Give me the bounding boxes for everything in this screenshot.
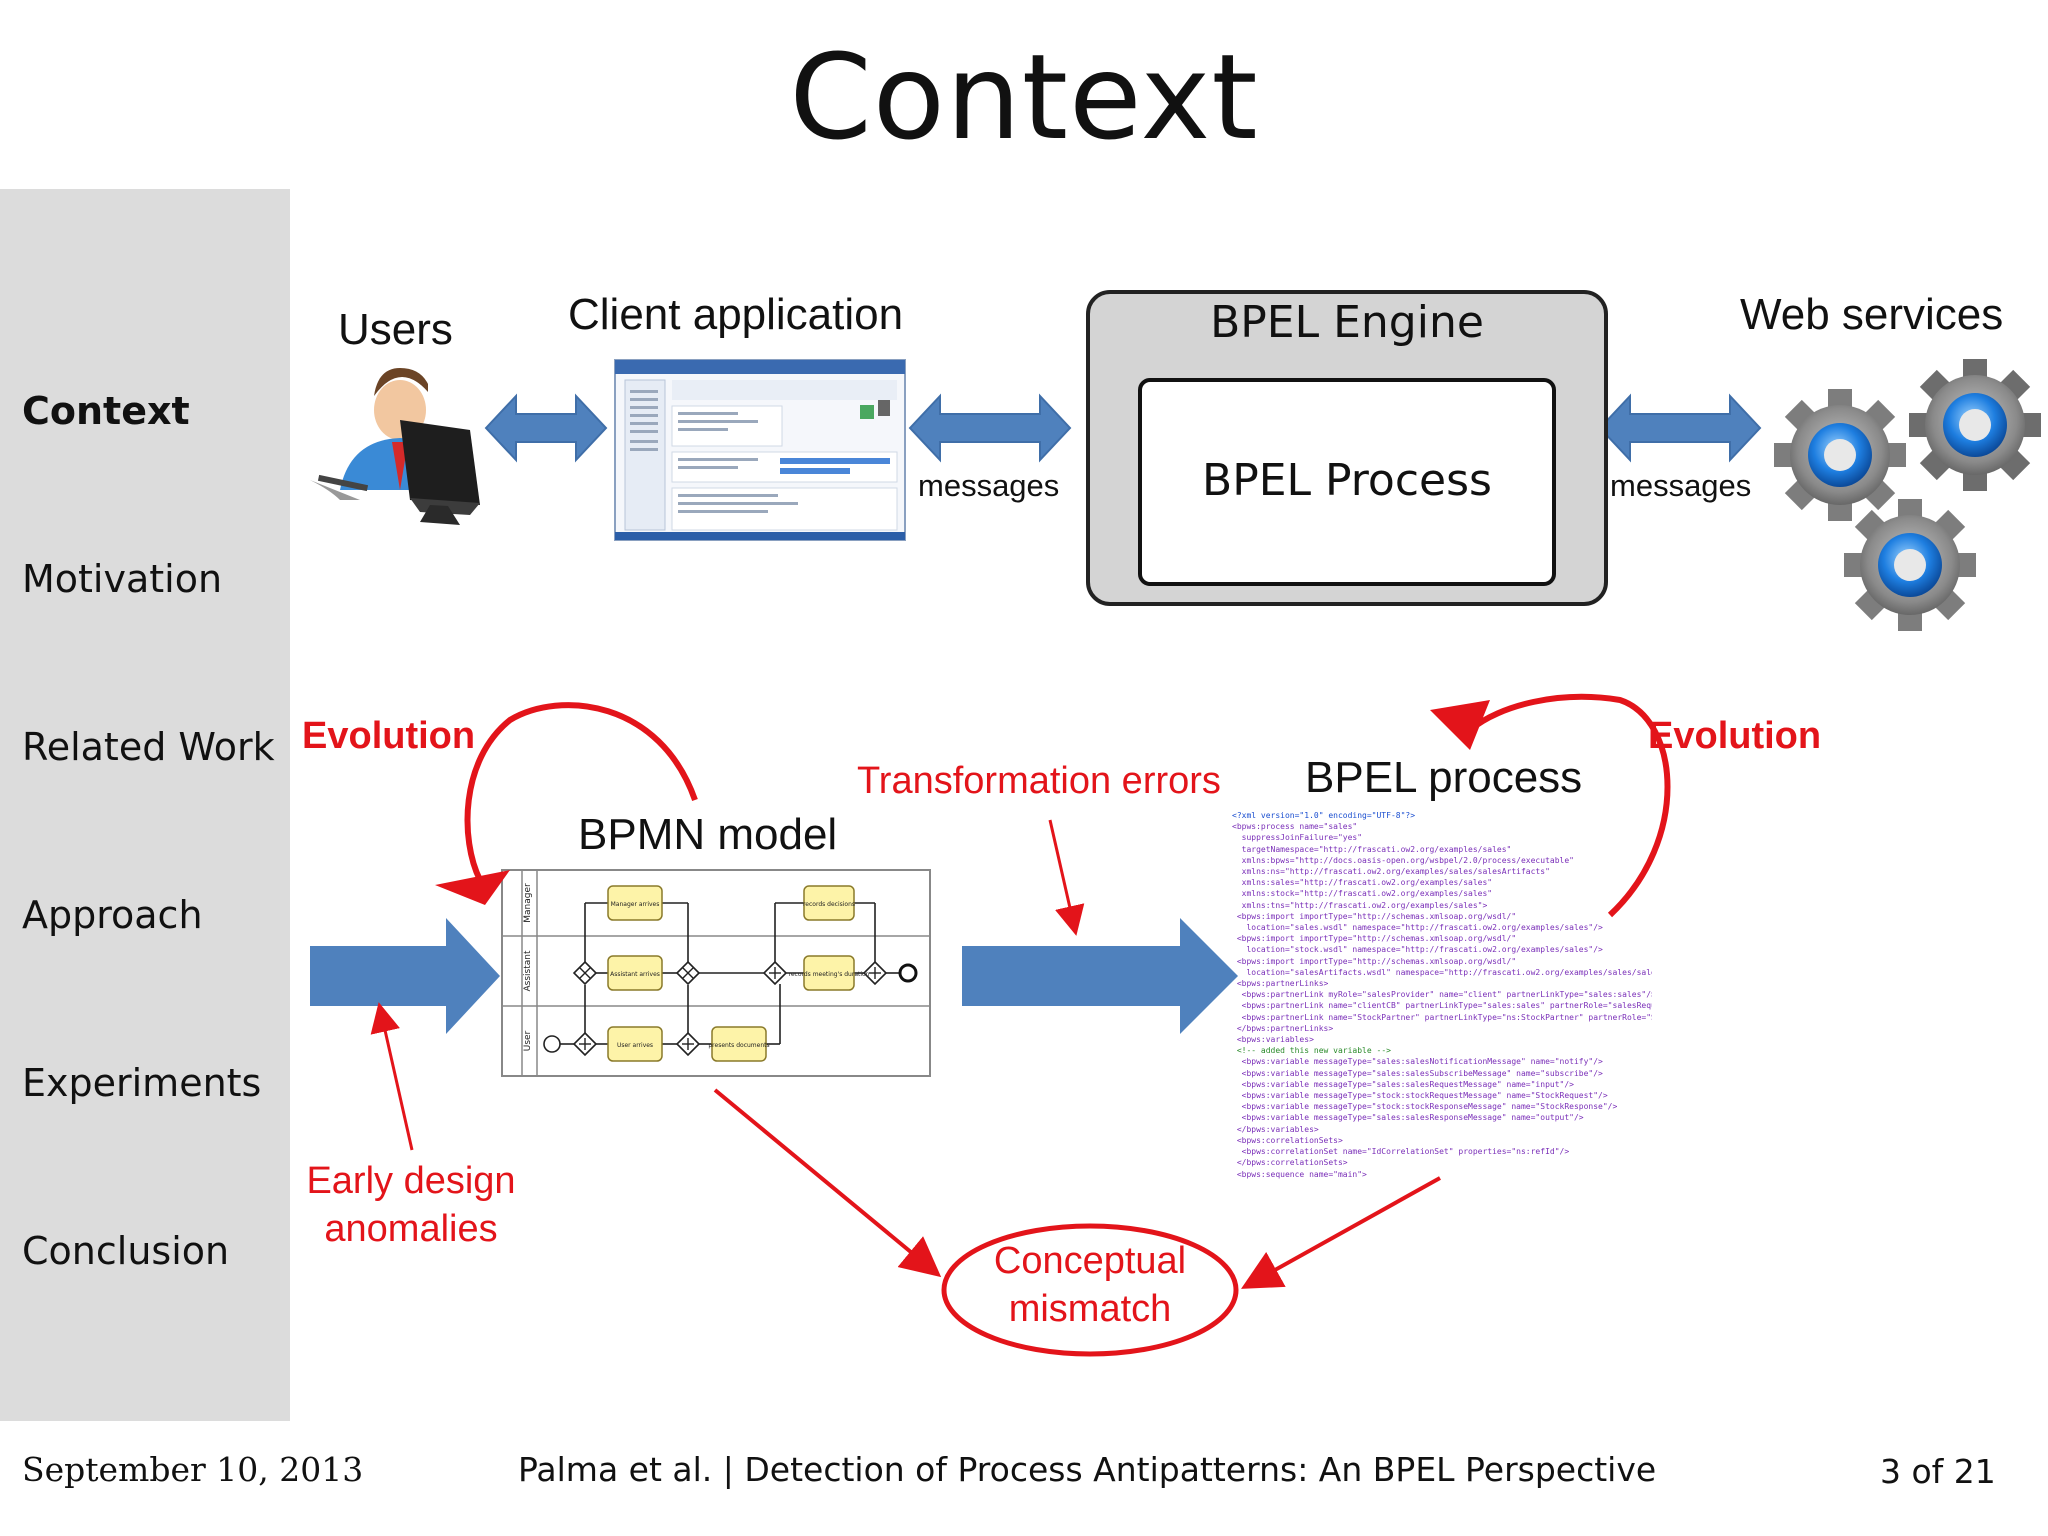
bpmn-mismatch-arrow: [713, 1088, 942, 1278]
evolution-label-right: Evolution: [1648, 715, 1822, 757]
conceptual-mismatch-label-line1: Conceptual: [993, 1240, 1187, 1282]
bpel-code-snippet: <?xml version="1.0" encoding="UTF-8"?> <…: [1232, 811, 1652, 1179]
users-label: Users: [338, 305, 453, 354]
page-number: 3 of 21: [1880, 1452, 1996, 1491]
bpmn-lane-label: Manager: [523, 883, 533, 923]
messages-label-right: messages: [1610, 468, 1752, 503]
bpel-engine-label: BPEL Engine: [1210, 297, 1484, 348]
slide-title: Context: [789, 28, 1259, 166]
bpmn-task-label: records meeting's duration: [789, 971, 870, 978]
bpel-process-box: [1138, 378, 1556, 586]
evolution-arrowhead-right: [1430, 700, 1490, 750]
transformation-errors-label: Transformation errors: [857, 760, 1221, 802]
sidebar: Context Motivation Related Work Approach…: [0, 189, 290, 1421]
transformation-errors-arrow: [1048, 819, 1085, 936]
user-computer-icon: [310, 368, 480, 525]
bpmn-lane-label: Assistant: [523, 950, 533, 991]
bpmn-model-label: BPMN model: [578, 810, 838, 859]
double-arrow-users-client: [484, 393, 608, 463]
bpmn-task-label: Assistant arrives: [610, 971, 660, 978]
input-arrow: [310, 918, 500, 1034]
bpmn-lane-label: User: [523, 1030, 533, 1051]
gear-icon: [1844, 499, 1976, 631]
bpel-mismatch-arrow: [1241, 1176, 1441, 1289]
evolution-arrow-right: [1468, 693, 1671, 918]
bpmn-task-label: presents documents: [708, 1042, 769, 1049]
messages-label-left: messages: [918, 468, 1060, 503]
early-design-anomalies-label-line1: Early design: [306, 1160, 516, 1202]
bpel-process-label: BPEL Process: [1202, 455, 1492, 506]
bpmn-task-label: records decisions: [803, 901, 855, 908]
sidebar-item-motivation[interactable]: Motivation: [22, 557, 223, 601]
evolution-arrowhead-left: [435, 870, 510, 905]
client-application-label: Client application: [568, 290, 904, 339]
conceptual-mismatch-label-line2: mismatch: [1008, 1288, 1172, 1330]
gear-icon: [1774, 389, 1906, 521]
sidebar-item-experiments[interactable]: Experiments: [22, 1061, 262, 1105]
conceptual-mismatch-ellipse: [941, 1223, 1239, 1357]
bpmn-task-label: Manager arrives: [611, 901, 660, 908]
gear-icon: [1909, 359, 2041, 491]
sidebar-item-approach[interactable]: Approach: [22, 893, 203, 937]
bpmn-model-diagram: Manager Assistant User: [501, 869, 931, 1077]
sidebar-item-related-work[interactable]: Related Work: [22, 725, 275, 769]
evolution-arrow-left: [464, 702, 698, 882]
client-application-screenshot: [614, 359, 906, 541]
early-design-arrow: [370, 1002, 414, 1151]
double-arrow-engine-services: [1598, 393, 1762, 463]
sidebar-item-conclusion[interactable]: Conclusion: [22, 1229, 230, 1273]
bpmn-task-label: User arrives: [617, 1042, 653, 1049]
early-design-anomalies-label-line2: anomalies: [324, 1208, 498, 1250]
footer-date: September 10, 2013: [22, 1450, 364, 1489]
bpel-process-code-label: BPEL process: [1305, 753, 1583, 802]
web-services-label: Web services: [1740, 290, 2004, 339]
sidebar-item-context[interactable]: Context: [22, 389, 190, 433]
footer-citation: Palma et al. | Detection of Process Anti…: [518, 1450, 1657, 1489]
evolution-label-left: Evolution: [302, 715, 476, 757]
double-arrow-client-engine: [908, 393, 1072, 463]
transformation-arrow: [962, 918, 1238, 1034]
